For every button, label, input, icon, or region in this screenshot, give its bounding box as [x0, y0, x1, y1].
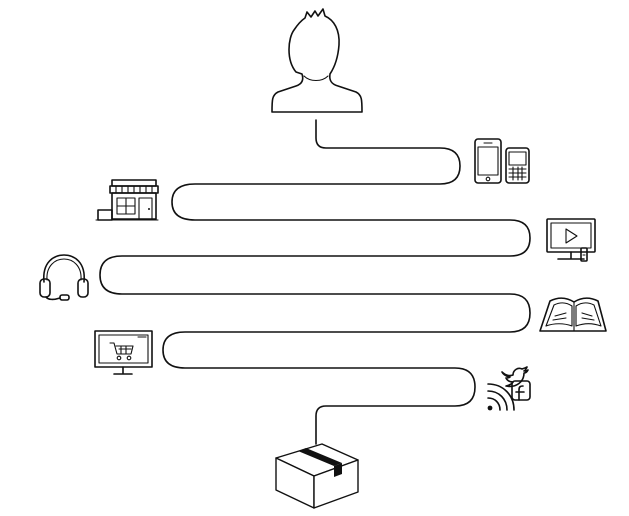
call-center-headset-icon — [39, 254, 89, 301]
tv-video-icon — [546, 218, 596, 262]
person-icon — [271, 8, 363, 113]
online-shop-monitor-icon — [94, 330, 153, 375]
journey-path — [99, 119, 531, 445]
catalog-book-icon — [539, 297, 607, 332]
mobile-devices-icon — [474, 138, 530, 184]
retail-store-icon — [95, 179, 159, 221]
package-icon — [275, 443, 359, 509]
social-media-icon — [487, 366, 531, 411]
